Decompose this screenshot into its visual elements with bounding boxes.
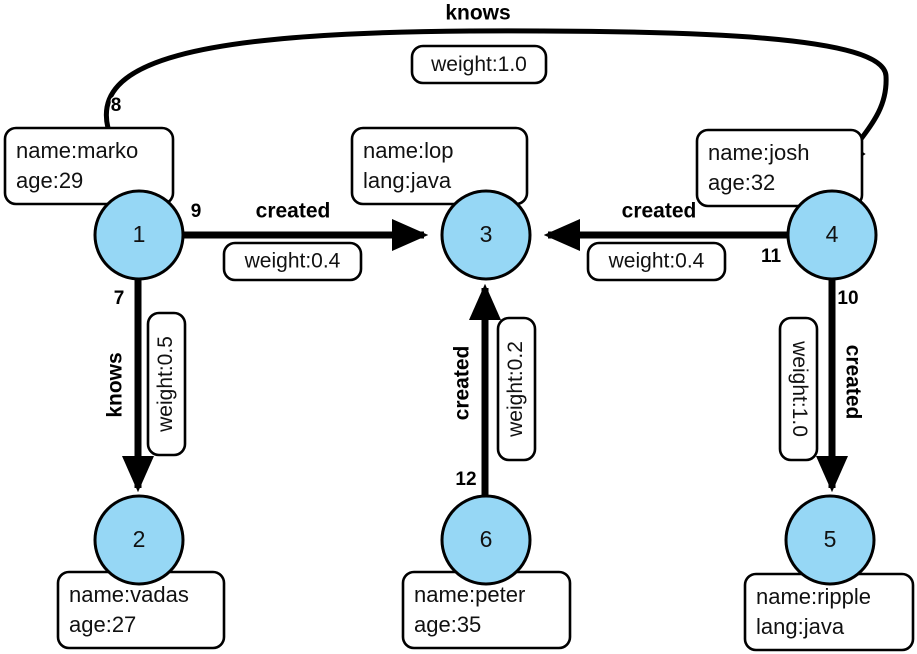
- node-1-circle: [93, 189, 185, 281]
- edge-7-id: 7: [114, 288, 125, 309]
- node-1-props-line1: name:marko: [16, 138, 138, 163]
- node-1[interactable]: 1: [93, 189, 185, 281]
- edge-9-weight-box: weight:0.4: [222, 241, 363, 282]
- node-1-props-rect: [3, 126, 175, 206]
- node-1-props-box: name:marko age:29: [3, 126, 175, 206]
- edge-11-created[interactable]: created 11: [543, 198, 790, 268]
- edge-9-weight-text: weight:0.4: [244, 250, 341, 273]
- edge-12-weight-box: weight:0.2: [496, 316, 537, 462]
- edge-7-weight-box: weight:0.5: [146, 311, 187, 457]
- node-3[interactable]: 3: [440, 189, 532, 281]
- node-4-id: 4: [826, 221, 839, 247]
- node-5[interactable]: 5: [784, 494, 876, 586]
- edge-9-weight-rect: [222, 241, 363, 282]
- node-6-circle: [440, 494, 532, 586]
- edge-8-weight-box: weight:1.0: [410, 44, 548, 85]
- edge-7-label: knows: [104, 352, 127, 417]
- edge-12-label: created: [451, 346, 474, 421]
- edge-8-id: 8: [111, 95, 122, 116]
- edge-11-weight-rect: [586, 241, 727, 282]
- edge-10-label: created: [841, 345, 864, 420]
- edge-7-knows[interactable]: knows 7: [102, 280, 155, 493]
- edge-9-label: created: [256, 200, 331, 223]
- edge-8-knows[interactable]: knows 8: [104, 0, 889, 173]
- node-6[interactable]: 6: [440, 494, 532, 586]
- edge-11-weight-text: weight:0.4: [608, 250, 705, 273]
- node-5-circle: [784, 494, 876, 586]
- edge-11-label: created: [622, 200, 697, 223]
- node-6-props-line2: age:35: [414, 612, 481, 637]
- node-3-props-line1: name:lop: [363, 138, 454, 163]
- edge-12-created[interactable]: created 12: [449, 283, 502, 498]
- edge-8-weight-rect: [410, 44, 548, 85]
- node-4-props-rect: [695, 128, 864, 208]
- node-2-props-line2: age:27: [69, 612, 136, 637]
- edge-10-id: 10: [837, 288, 858, 309]
- node-1-id: 1: [133, 221, 146, 247]
- node-3-id: 3: [480, 221, 493, 247]
- node-1-props-line2: age:29: [16, 168, 83, 193]
- node-4-props-box: name:josh age:32: [695, 128, 864, 208]
- node-2-id: 2: [133, 526, 146, 552]
- edge-12-weight-text: weight:0.2: [504, 341, 527, 438]
- node-2-props-line1: name:vadas: [69, 582, 189, 607]
- node-5-props-box: name:ripple lang:java: [743, 572, 915, 652]
- node-6-props-line1: name:peter: [414, 582, 525, 607]
- node-3-props-line2: lang:java: [363, 168, 452, 193]
- node-3-props-rect: [350, 126, 529, 206]
- node-4-props-line2: age:32: [708, 170, 775, 195]
- edge-12-id: 12: [455, 469, 476, 490]
- edge-8-label: knows: [445, 2, 510, 25]
- node-4[interactable]: 4: [786, 189, 878, 281]
- node-2[interactable]: 2: [93, 494, 185, 586]
- edge-7-weight-rect: [146, 311, 187, 457]
- edge-10-weight-text: weight:1.0: [788, 340, 811, 437]
- edge-9-created[interactable]: created 9: [182, 198, 429, 252]
- edge-10-weight-rect: [778, 316, 819, 462]
- edge-8-path: [104, 28, 889, 173]
- edge-10-created[interactable]: created 10: [815, 280, 866, 493]
- node-3-props-box: name:lop lang:java: [350, 126, 529, 206]
- node-3-circle: [440, 189, 532, 281]
- edge-11-weight-box: weight:0.4: [586, 241, 727, 282]
- node-5-props-line2: lang:java: [756, 614, 845, 639]
- node-4-circle: [786, 189, 878, 281]
- edge-8-weight-text: weight:1.0: [430, 53, 527, 76]
- node-6-id: 6: [480, 526, 493, 552]
- edge-11-id: 11: [761, 246, 782, 267]
- edge-10-weight-box: weight:1.0: [778, 316, 819, 462]
- edge-7-weight-text: weight:0.5: [154, 336, 177, 433]
- node-5-props-line1: name:ripple: [756, 584, 871, 609]
- node-2-circle: [93, 494, 185, 586]
- node-4-props-line1: name:josh: [708, 140, 810, 165]
- node-2-props-box: name:vadas age:27: [56, 570, 226, 650]
- node-5-id: 5: [824, 526, 837, 552]
- node-6-props-box: name:peter age:35: [401, 570, 572, 650]
- edge-9-id: 9: [191, 201, 202, 222]
- edge-12-weight-rect: [496, 316, 537, 462]
